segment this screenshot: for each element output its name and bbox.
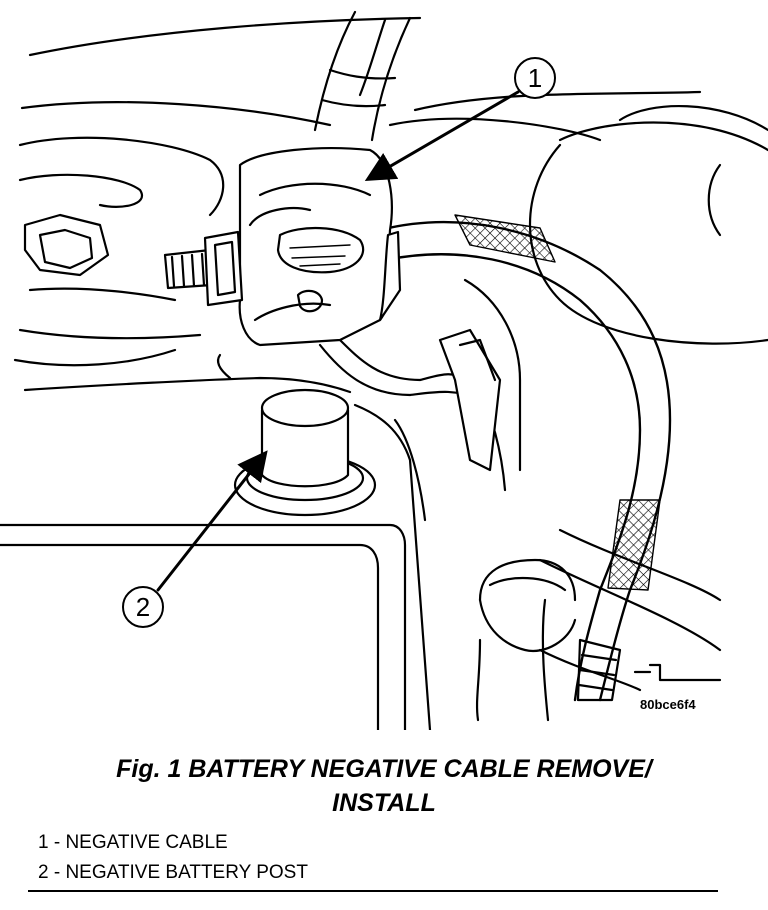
callout-2-circle [122, 586, 164, 628]
callout-1-circle [514, 57, 556, 99]
cable-grommet [475, 558, 577, 722]
cable-terminal-clamp [238, 147, 402, 347]
callout-2-leader [156, 450, 268, 592]
bottom-divider [28, 890, 718, 892]
battery [0, 403, 432, 730]
negative-cable [313, 10, 412, 142]
image-code: 80bce6f4 [640, 697, 696, 712]
figure-title-line-2: INSTALL [332, 789, 436, 817]
terminal-bolt [163, 230, 244, 307]
negative-battery-post [233, 388, 377, 517]
callout-1-leader [364, 90, 520, 182]
wiring-harness [378, 214, 672, 702]
figure-caption: Fig. 1 BATTERY NEGATIVE CABLE REMOVE/ IN… [0, 752, 768, 820]
ground-lead [318, 328, 502, 472]
figure-title-line-1: Fig. 1 BATTERY NEGATIVE CABLE REMOVE/ [116, 755, 652, 783]
legend-item-negative-battery-post: 2 - NEGATIVE BATTERY POST [38, 862, 308, 883]
legend: 1 - NEGATIVE CABLE 2 - NEGATIVE BATTERY … [38, 828, 308, 888]
callout-2-number: 2 [136, 592, 150, 622]
engine-background [13, 16, 768, 692]
callout-1-number: 1 [528, 63, 542, 93]
legend-item-negative-cable: 1 - NEGATIVE CABLE [38, 832, 228, 853]
battery-cable-illustration: 1 2 80bce6f4 [0, 10, 768, 730]
